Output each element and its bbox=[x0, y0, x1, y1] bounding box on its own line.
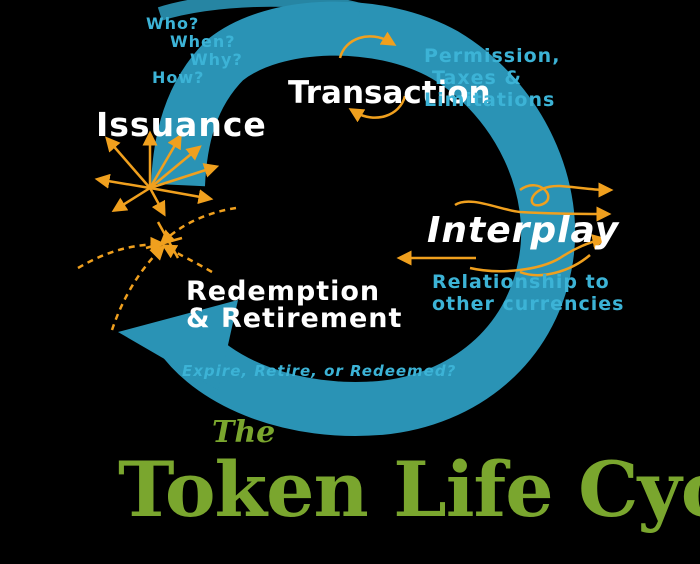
stage-redemption-retirement: Redemption & Retirement bbox=[186, 278, 402, 332]
transaction-note-line2: Taxes & bbox=[432, 66, 522, 89]
stage-redemption-line2: & Retirement bbox=[186, 303, 403, 334]
stage-issuance: Issuance bbox=[96, 105, 267, 144]
page-title: Token Life Cycle bbox=[118, 445, 700, 534]
stage-redemption-line1: Redemption bbox=[186, 276, 381, 307]
interplay-swirl-arrows bbox=[396, 182, 614, 277]
title-prefix: The bbox=[212, 415, 276, 450]
interplay-note: Relationship to other currencies bbox=[432, 271, 625, 316]
question-why: Why? bbox=[190, 49, 243, 69]
stage-transaction: Transaction bbox=[288, 75, 491, 111]
question-how: How? bbox=[152, 67, 205, 87]
interplay-note-line1: Relationship to bbox=[432, 271, 610, 293]
issuance-questions-note: Who? When? Why? How? bbox=[146, 15, 243, 87]
cycle-arrow bbox=[118, 0, 576, 436]
interplay-note-line2: other currencies bbox=[432, 292, 625, 315]
redemption-note: Expire, Retire, or Redeemed? bbox=[182, 362, 457, 380]
transaction-loop-arrows bbox=[338, 31, 407, 123]
transaction-note-line1: Permission, bbox=[424, 45, 561, 67]
redemption-converge-arrows bbox=[77, 206, 237, 331]
transaction-note: Permission, Taxes & Limitations bbox=[424, 45, 561, 112]
stage-interplay: Interplay bbox=[427, 210, 620, 251]
question-who: Who? bbox=[146, 14, 200, 33]
transaction-note-line3: Limitations bbox=[424, 88, 556, 111]
question-when: When? bbox=[170, 31, 236, 51]
issuance-burst-arrows bbox=[94, 130, 220, 217]
cycle-arrowhead bbox=[118, 300, 238, 390]
